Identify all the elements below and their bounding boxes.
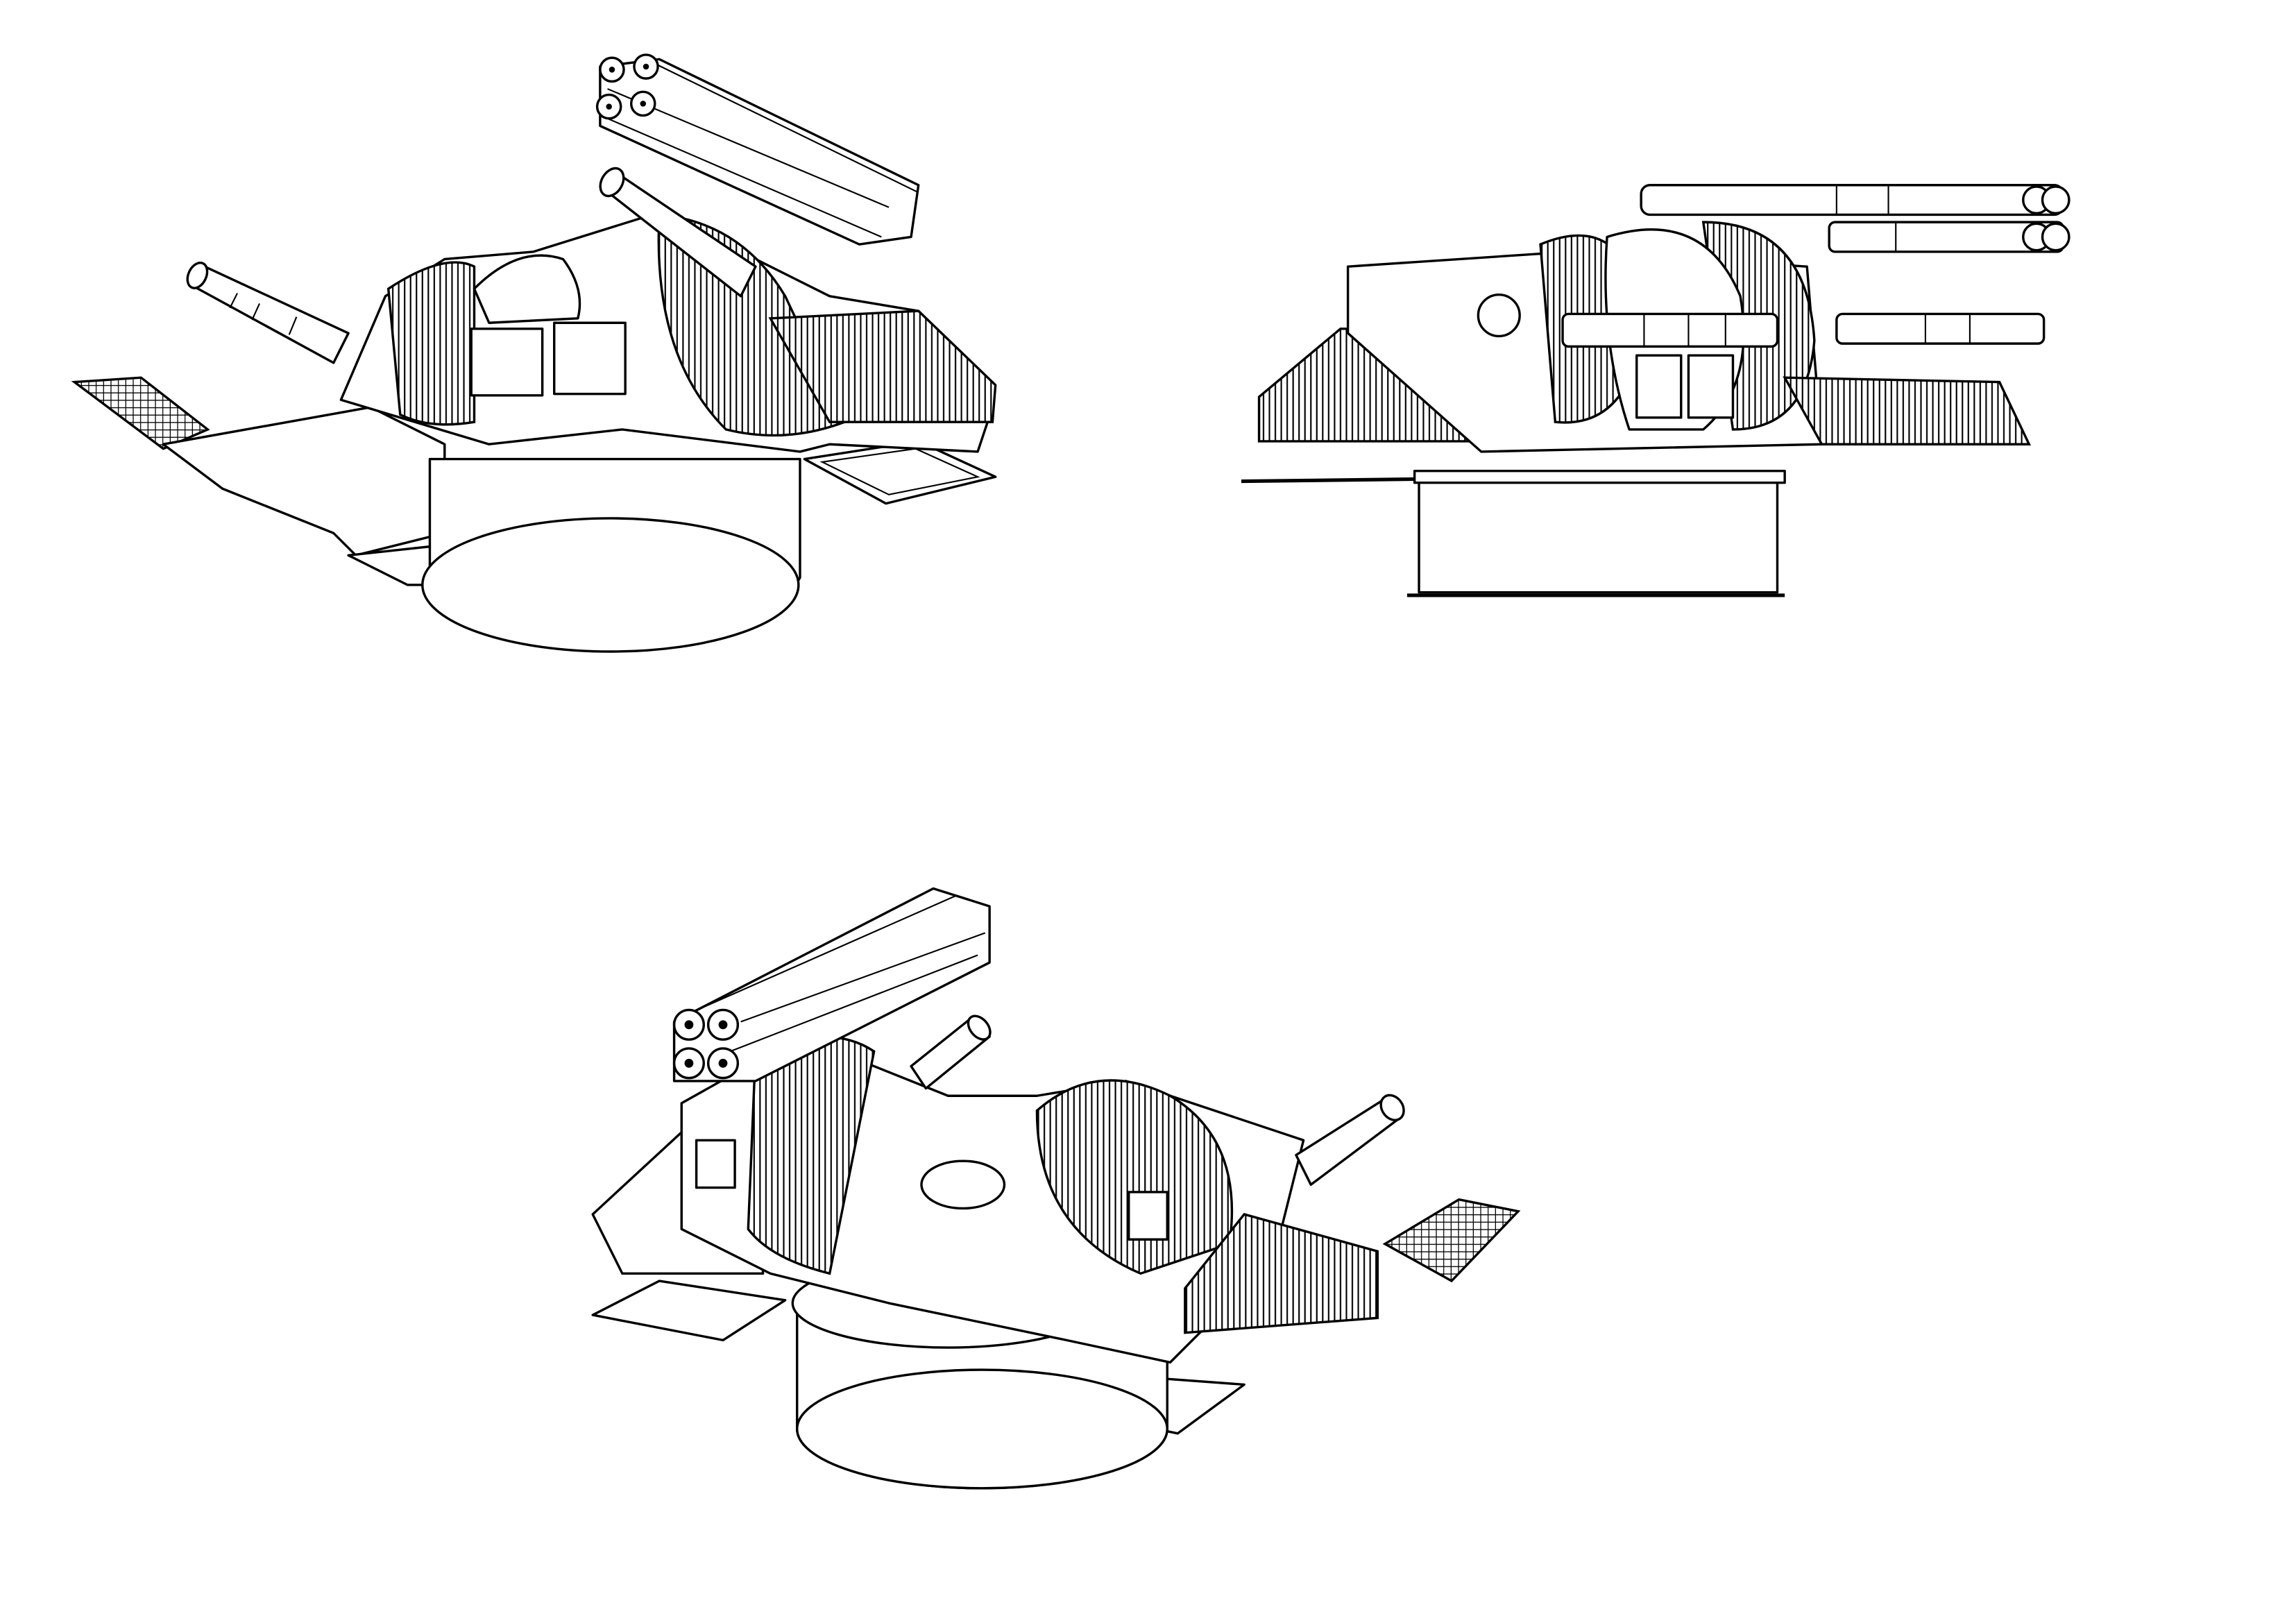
gun-barrel-left — [910, 1014, 992, 1090]
gun-drum-right — [657, 213, 847, 437]
gun-drum-left — [386, 261, 476, 426]
view-perspective-rear — [591, 887, 1521, 1490]
pedestal-base — [796, 1368, 1168, 1490]
gun-barrel-right — [599, 167, 757, 298]
gun-barrel-front — [1561, 312, 1779, 348]
pedestal-base — [421, 517, 800, 653]
stair-grating — [768, 309, 997, 423]
gun-barrel-left — [186, 262, 350, 364]
grating-panel — [71, 376, 210, 450]
stair-grating — [1184, 1213, 1379, 1334]
stair-grating-right — [1783, 376, 2032, 445]
grating-panel — [1382, 1198, 1521, 1283]
missile-launcher-tubes — [1640, 184, 2070, 253]
center-arch — [473, 254, 581, 324]
missile-launcher-tubes — [595, 53, 920, 246]
mounting-plate-left — [591, 1280, 787, 1342]
gun-barrel-rear — [1835, 312, 2046, 345]
pedestal-cylinder — [1418, 475, 1779, 594]
gun-drum-right — [1035, 1079, 1234, 1275]
view-side-elevation — [1241, 184, 2070, 597]
missile-launcher-tubes — [672, 887, 991, 1082]
view-perspective-front-left — [71, 53, 997, 653]
gun-barrel-right — [1295, 1094, 1405, 1187]
